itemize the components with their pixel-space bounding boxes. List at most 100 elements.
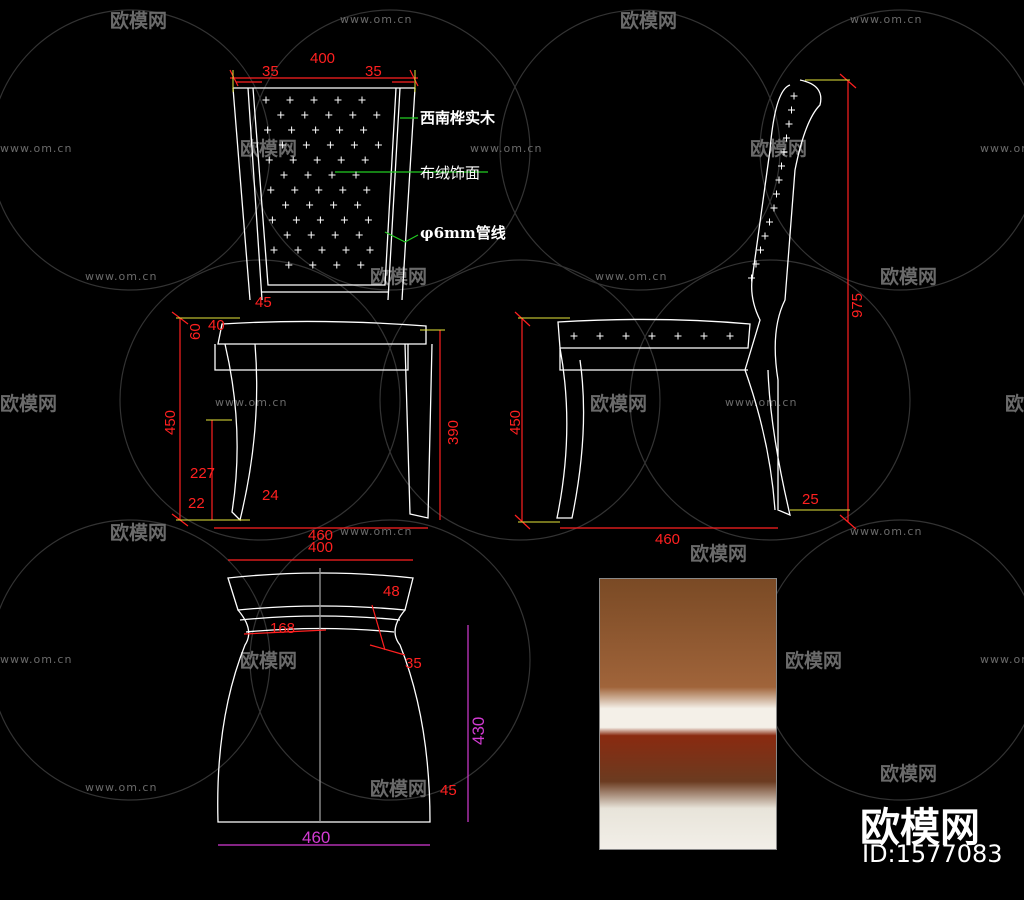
svg-text:www.om.cn: www.om.cn <box>340 13 412 26</box>
tuft-mark <box>363 186 371 194</box>
svg-text:欧模网: 欧模网 <box>240 137 297 160</box>
tuft-mark <box>294 246 302 254</box>
tuft-mark <box>360 126 368 134</box>
tuft-mark <box>790 92 798 100</box>
tuft-mark <box>282 201 290 209</box>
tuft-mark <box>757 246 764 254</box>
tuft-mark <box>596 332 604 340</box>
tuft-mark <box>766 218 773 226</box>
tuft-mark <box>316 216 324 224</box>
dim-seat-height: 450 <box>162 410 179 435</box>
dim-top-back-width: 400 <box>308 539 333 556</box>
svg-text:欧模网: 欧模网 <box>785 649 842 672</box>
svg-text:欧模网: 欧模网 <box>240 649 297 672</box>
tuft-mark <box>301 111 309 119</box>
tuft-mark <box>277 111 285 119</box>
tuft-mark <box>336 126 344 134</box>
dim-top-inner-width: 168 <box>270 620 295 637</box>
svg-text:www.om.cn: www.om.cn <box>980 653 1024 666</box>
svg-text:www.om.cn: www.om.cn <box>340 525 412 538</box>
svg-text:欧模网: 欧模网 <box>370 265 427 288</box>
tuft-mark <box>265 156 273 164</box>
tuft-mark <box>302 141 310 149</box>
brand-logo: 欧模网 <box>860 805 980 851</box>
dim-seat-thick-a: 40 <box>208 317 225 334</box>
dim-total-height: 975 <box>849 293 866 318</box>
dim-top-rail-a: 48 <box>383 583 400 600</box>
tuft-mark <box>339 186 347 194</box>
svg-text:欧模网: 欧模网 <box>620 9 677 32</box>
svg-text:欧模网: 欧模网 <box>880 265 937 288</box>
tuft-mark <box>315 186 323 194</box>
tuft-mark <box>270 246 278 254</box>
tuft-mark <box>330 201 338 209</box>
tuft-mark <box>342 246 350 254</box>
svg-text:欧模网: 欧模网 <box>750 137 807 160</box>
dim-stretcher-height: 227 <box>190 465 215 482</box>
svg-text:欧模网: 欧模网 <box>880 762 937 785</box>
tuft-mark <box>373 111 381 119</box>
svg-text:www.om.cn: www.om.cn <box>215 396 287 409</box>
tuft-mark <box>325 111 333 119</box>
svg-text:www.om.cn: www.om.cn <box>0 653 72 666</box>
button-tufting-pattern <box>262 92 798 340</box>
tuft-mark <box>622 332 630 340</box>
svg-text:www.om.cn: www.om.cn <box>850 13 922 26</box>
tuft-mark <box>350 141 358 149</box>
svg-text:www.om.cn: www.om.cn <box>980 142 1024 155</box>
tuft-mark <box>358 96 366 104</box>
tuft-mark <box>785 120 793 128</box>
tuft-mark <box>700 332 708 340</box>
tuft-mark <box>726 332 734 340</box>
annotation-piping: φ6mm管线 <box>420 224 506 242</box>
tuft-mark <box>357 261 365 269</box>
tuft-mark <box>278 141 286 149</box>
tuft-mark <box>288 126 296 134</box>
tuft-mark <box>267 186 275 194</box>
annotation-wood: 西南桦实木 <box>420 109 496 127</box>
tuft-mark <box>304 171 312 179</box>
tuft-mark <box>292 216 300 224</box>
tuft-mark <box>326 141 334 149</box>
dim-top-width-460: 460 <box>302 828 330 847</box>
watermark-texts: 欧模网 www.om.cn 欧模网 www.om.cn 欧模网 www.om.cn 欧… <box>0 9 1024 800</box>
tuft-mark <box>312 126 320 134</box>
tuft-mark <box>361 156 369 164</box>
svg-text:www.om.cn: www.om.cn <box>85 270 157 283</box>
svg-text:欧模网: 欧模网 <box>690 542 747 565</box>
svg-text:欧模网: 欧模网 <box>0 392 57 415</box>
reference-photo <box>599 578 777 850</box>
tuft-mark <box>761 232 769 240</box>
tuft-mark <box>773 190 780 198</box>
side-view: 450 460 975 25 <box>507 73 866 548</box>
tuft-mark <box>788 106 795 114</box>
svg-text:欧模网: 欧模网 <box>110 9 167 32</box>
tuft-mark <box>364 216 372 224</box>
tuft-mark <box>778 162 785 170</box>
tuft-mark <box>648 332 656 340</box>
tuft-mark <box>349 111 357 119</box>
tuft-mark <box>291 186 299 194</box>
watermark-circles <box>0 9 1024 801</box>
dim-top-depth: 430 <box>469 717 488 745</box>
tuft-mark <box>333 261 341 269</box>
dim-top-front-rail: 45 <box>440 782 457 799</box>
model-id: ID:1577083 <box>862 840 1003 868</box>
dim-top-width: 400 <box>310 50 335 67</box>
svg-text:www.om.cn: www.om.cn <box>850 525 922 538</box>
svg-text:www.om.cn: www.om.cn <box>0 142 72 155</box>
tuft-mark <box>264 126 272 134</box>
tuft-mark <box>283 231 291 239</box>
tuft-mark <box>309 261 317 269</box>
svg-text:www.om.cn: www.om.cn <box>85 781 157 794</box>
dim-base-width: 460 <box>308 527 333 544</box>
annotation-fabric: 布绒饰面 <box>420 164 480 182</box>
tuft-mark <box>328 171 336 179</box>
dim-seat-thick-b: 60 <box>187 323 204 340</box>
tuft-mark <box>674 332 682 340</box>
tuft-mark <box>775 176 783 184</box>
svg-text:欧模网: 欧模网 <box>110 521 167 544</box>
dim-left-frame: 35 <box>262 63 279 80</box>
top-view: 400 168 48 35 45 430 460 <box>217 539 488 847</box>
